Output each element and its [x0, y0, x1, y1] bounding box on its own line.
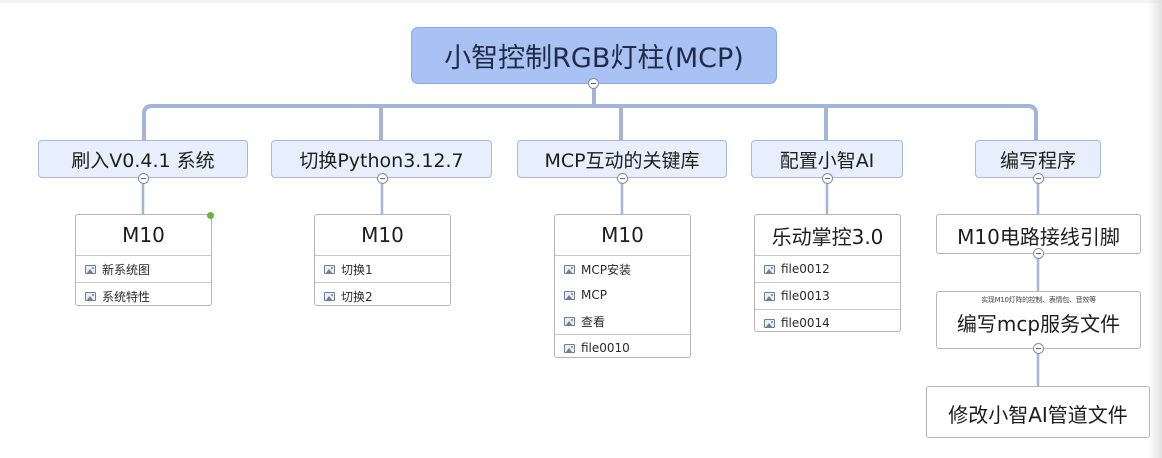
leaf-title: 编写mcp服务文件	[956, 311, 1121, 336]
image-icon	[564, 290, 575, 300]
branch-mcp-libraries[interactable]: MCP互动的关键库	[517, 140, 727, 178]
image-icon	[764, 264, 775, 274]
branch-python-collapse-toggle[interactable]	[377, 173, 388, 184]
branch-flash-collapse-toggle[interactable]	[138, 173, 149, 184]
image-icon	[564, 343, 575, 353]
root-node[interactable]: 小智控制RGB灯柱(MCP)	[411, 27, 777, 84]
image-icon	[564, 316, 575, 326]
attachment-row[interactable]: 新系统图	[76, 255, 211, 282]
branch-program-collapse-toggle[interactable]	[1033, 173, 1044, 184]
image-icon	[85, 264, 96, 274]
root-label: 小智控制RGB灯柱(MCP)	[444, 43, 744, 74]
status-dot	[207, 212, 214, 219]
leaf-title: M10	[601, 223, 644, 247]
image-icon	[85, 291, 96, 301]
branch-switch-python[interactable]: 切换Python3.12.7	[271, 140, 492, 178]
attachment-row[interactable]: file0014	[755, 309, 900, 336]
root-collapse-toggle[interactable]	[588, 78, 599, 89]
leaf-note: 实现M10灯阵的控制、表情包、音效等	[981, 296, 1096, 304]
attachment-row[interactable]: MCP	[555, 282, 690, 308]
attachment-label: 新系统图	[102, 262, 151, 277]
branch-config-xiaozhi[interactable]: 配置小智AI	[751, 140, 903, 178]
leaf-mcp-service-collapse-toggle[interactable]	[1033, 343, 1044, 354]
image-icon	[324, 291, 335, 301]
leaf-program-pipeline[interactable]: 修改小智AI管道文件	[926, 386, 1150, 438]
image-icon	[764, 291, 775, 301]
branch-label: 配置小智AI	[779, 149, 875, 172]
branch-mcp-collapse-toggle[interactable]	[617, 173, 628, 184]
attachment-label: file0013	[781, 289, 830, 303]
attachment-label: 系统特性	[102, 289, 151, 304]
branch-config-collapse-toggle[interactable]	[822, 173, 833, 184]
leaf-program-wiring[interactable]: M10电路接线引脚	[936, 214, 1141, 254]
leaf-flash-m10[interactable]: M10 新系统图 系统特性	[75, 212, 214, 309]
leaf-title: 乐动掌控3.0	[771, 224, 884, 249]
connector-bus	[150, 104, 1038, 142]
attachment-row[interactable]: file0010	[555, 334, 690, 361]
attachment-row[interactable]: MCP安装	[555, 255, 690, 282]
image-icon	[564, 264, 575, 274]
attachment-row[interactable]: 系统特性	[76, 282, 211, 309]
branch-write-program[interactable]: 编写程序	[975, 140, 1101, 178]
attachment-label: file0014	[781, 316, 830, 330]
attachment-label: file0012	[781, 262, 830, 276]
attachment-label: 切换2	[341, 289, 373, 304]
attachment-label: MCP	[581, 288, 607, 302]
image-icon	[764, 318, 775, 328]
attachment-row[interactable]: file0013	[755, 282, 900, 309]
attachment-row[interactable]: 查看	[555, 308, 690, 334]
leaf-title: 修改小智AI管道文件	[948, 402, 1128, 427]
attachment-label: file0010	[581, 341, 630, 355]
leaf-title: M10电路接线引脚	[957, 224, 1120, 249]
branch-label: 刷入V0.4.1 系统	[71, 149, 215, 172]
image-icon	[324, 264, 335, 274]
branch-label: MCP互动的关键库	[544, 149, 700, 172]
top-border	[0, 0, 1162, 3]
branch-label: 编写程序	[999, 149, 1076, 172]
branch-label: 切换Python3.12.7	[299, 149, 464, 172]
attachment-label: MCP安装	[581, 262, 631, 277]
attachment-row[interactable]: 切换2	[315, 282, 450, 309]
leaf-wiring-collapse-toggle[interactable]	[1033, 248, 1044, 259]
attachment-row[interactable]: file0012	[755, 255, 900, 282]
attachment-label: 切换1	[341, 262, 373, 277]
leaf-mcp-m10[interactable]: M10 MCP安装 MCP 查看 file0010	[554, 214, 691, 358]
connector-bus-left	[142, 104, 154, 142]
leaf-title: M10	[361, 223, 404, 247]
attachment-label: 查看	[581, 314, 606, 329]
attachment-row[interactable]: 切换1	[315, 255, 450, 282]
scroll-edge-shadow	[1148, 0, 1162, 458]
leaf-title: M10	[122, 223, 165, 247]
leaf-python-m10[interactable]: M10 切换1 切换2	[314, 214, 451, 306]
leaf-program-mcp-service[interactable]: 实现M10灯阵的控制、表情包、音效等 编写mcp服务文件	[936, 291, 1141, 349]
leaf-config-ledong[interactable]: 乐动掌控3.0 file0012 file0013 file0014	[754, 214, 901, 332]
branch-flash-system[interactable]: 刷入V0.4.1 系统	[38, 140, 248, 178]
